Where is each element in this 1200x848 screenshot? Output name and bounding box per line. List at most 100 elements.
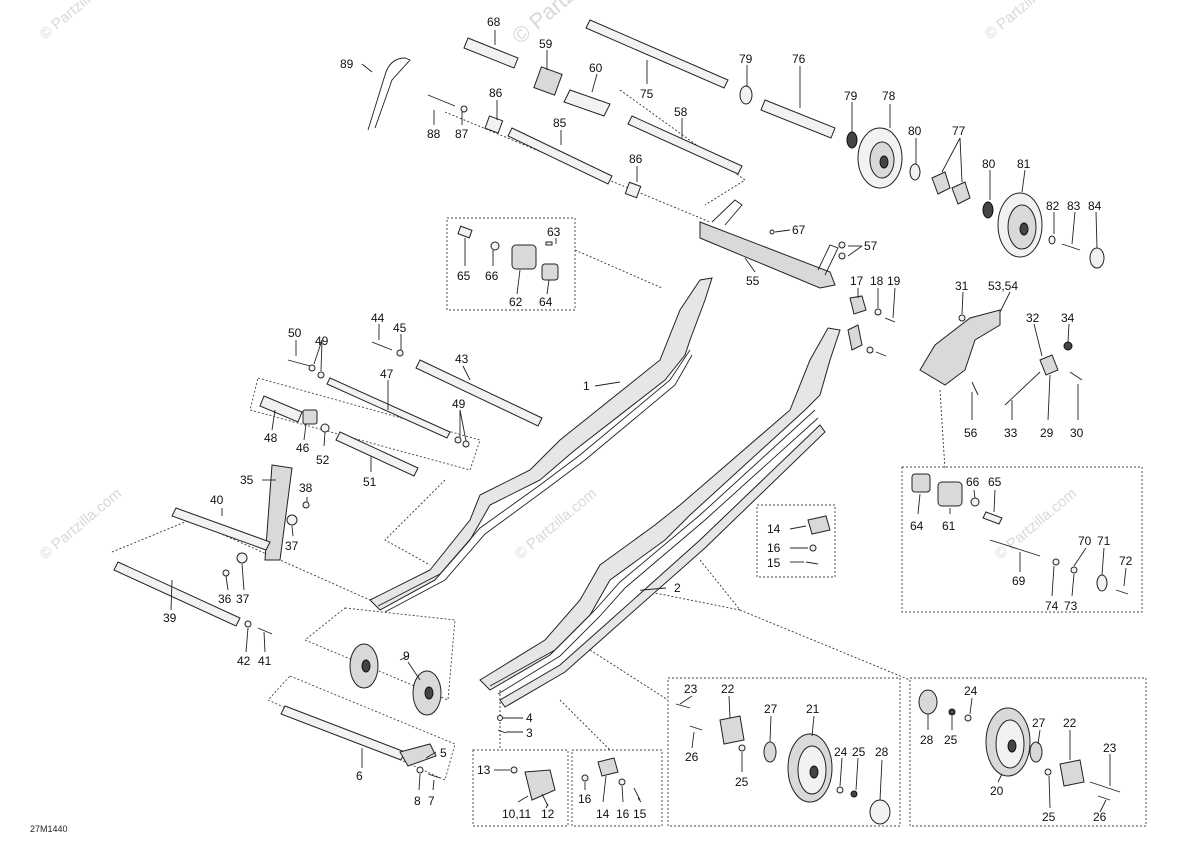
callout-62[interactable]: 62 xyxy=(509,295,523,309)
callout-33[interactable]: 33 xyxy=(1004,426,1018,440)
callout-18[interactable]: 18 xyxy=(870,274,884,288)
callout-88[interactable]: 88 xyxy=(427,127,441,141)
callout-30[interactable]: 30 xyxy=(1070,426,1084,440)
callout-32[interactable]: 32 xyxy=(1026,311,1040,325)
callout-44[interactable]: 44 xyxy=(371,311,385,325)
callout-80b[interactable]: 80 xyxy=(982,157,996,171)
callout-65a[interactable]: 65 xyxy=(457,269,471,283)
callout-52[interactable]: 52 xyxy=(316,453,330,467)
callout-68[interactable]: 68 xyxy=(487,15,501,29)
callout-47[interactable]: 47 xyxy=(380,367,394,381)
callout-41[interactable]: 41 xyxy=(258,654,272,668)
callout-25b[interactable]: 25 xyxy=(852,745,866,759)
callout-9[interactable]: 9 xyxy=(403,649,410,663)
callout-53-54[interactable]: 53,54 xyxy=(988,279,1018,293)
callout-25a[interactable]: 25 xyxy=(735,775,749,789)
callout-23b[interactable]: 23 xyxy=(1103,741,1117,755)
callout-59[interactable]: 59 xyxy=(539,37,553,51)
callout-22a[interactable]: 22 xyxy=(721,682,735,696)
callout-16a[interactable]: 16 xyxy=(767,541,781,555)
callout-38[interactable]: 38 xyxy=(299,481,313,495)
callout-80a[interactable]: 80 xyxy=(908,124,922,138)
callout-67[interactable]: 67 xyxy=(792,223,806,237)
callout-35[interactable]: 35 xyxy=(240,473,254,487)
callout-23a[interactable]: 23 xyxy=(684,682,698,696)
callout-15b[interactable]: 15 xyxy=(633,807,647,821)
callout-27a[interactable]: 27 xyxy=(764,702,778,716)
callout-10-11[interactable]: 10,11 xyxy=(502,807,531,821)
callout-60[interactable]: 60 xyxy=(589,61,603,75)
callout-61[interactable]: 61 xyxy=(942,519,956,533)
callout-64a[interactable]: 64 xyxy=(539,295,553,309)
callout-83[interactable]: 83 xyxy=(1067,199,1081,213)
callout-26b[interactable]: 26 xyxy=(1093,810,1107,824)
callout-28b[interactable]: 28 xyxy=(920,733,934,747)
callout-77[interactable]: 77 xyxy=(952,124,966,138)
callout-26a[interactable]: 26 xyxy=(685,750,699,764)
callout-19[interactable]: 19 xyxy=(887,274,901,288)
callout-8[interactable]: 8 xyxy=(414,794,421,808)
callout-50[interactable]: 50 xyxy=(288,326,302,340)
callout-39[interactable]: 39 xyxy=(163,611,177,625)
callout-22b[interactable]: 22 xyxy=(1063,716,1077,730)
callout-86b[interactable]: 86 xyxy=(629,152,643,166)
callout-63[interactable]: 63 xyxy=(547,225,561,239)
callout-12[interactable]: 12 xyxy=(541,807,555,821)
callout-34[interactable]: 34 xyxy=(1061,311,1075,325)
callout-56[interactable]: 56 xyxy=(964,426,978,440)
callout-25d[interactable]: 25 xyxy=(1042,810,1056,824)
callout-2[interactable]: 2 xyxy=(674,581,681,595)
callout-86a[interactable]: 86 xyxy=(489,86,503,100)
callout-66a[interactable]: 66 xyxy=(485,269,499,283)
callout-25c[interactable]: 25 xyxy=(944,733,958,747)
callout-48[interactable]: 48 xyxy=(264,431,278,445)
callout-14a[interactable]: 14 xyxy=(767,522,781,536)
callout-66b[interactable]: 66 xyxy=(966,475,980,489)
callout-14b[interactable]: 14 xyxy=(596,807,610,821)
callout-24b[interactable]: 24 xyxy=(964,684,978,698)
callout-87[interactable]: 87 xyxy=(455,127,469,141)
callout-79a[interactable]: 79 xyxy=(739,52,753,66)
callout-6[interactable]: 6 xyxy=(356,769,363,783)
callout-17[interactable]: 17 xyxy=(850,274,864,288)
callout-43[interactable]: 43 xyxy=(455,352,469,366)
callout-28a[interactable]: 28 xyxy=(875,745,889,759)
callout-81[interactable]: 81 xyxy=(1017,157,1031,171)
callout-31[interactable]: 31 xyxy=(955,279,969,293)
callout-7[interactable]: 7 xyxy=(428,794,435,808)
callout-20[interactable]: 20 xyxy=(990,784,1004,798)
callout-37a[interactable]: 37 xyxy=(285,539,299,553)
callout-75[interactable]: 75 xyxy=(640,87,654,101)
callout-16b[interactable]: 16 xyxy=(578,792,592,806)
callout-15a[interactable]: 15 xyxy=(767,556,781,570)
callout-64b[interactable]: 64 xyxy=(910,519,924,533)
callout-1[interactable]: 1 xyxy=(583,379,590,393)
callout-84[interactable]: 84 xyxy=(1088,199,1102,213)
callout-73[interactable]: 73 xyxy=(1064,599,1078,613)
callout-78[interactable]: 78 xyxy=(882,89,896,103)
callout-71[interactable]: 71 xyxy=(1097,534,1111,548)
callout-74[interactable]: 74 xyxy=(1045,599,1059,613)
callout-16c[interactable]: 16 xyxy=(616,807,630,821)
callout-24a[interactable]: 24 xyxy=(834,745,848,759)
callout-37b[interactable]: 37 xyxy=(236,592,250,606)
callout-51[interactable]: 51 xyxy=(363,475,377,489)
callout-76[interactable]: 76 xyxy=(792,52,806,66)
callout-89[interactable]: 89 xyxy=(340,57,354,71)
callout-5[interactable]: 5 xyxy=(440,746,447,760)
callout-40[interactable]: 40 xyxy=(210,493,224,507)
callout-42[interactable]: 42 xyxy=(237,654,251,668)
callout-85[interactable]: 85 xyxy=(553,116,567,130)
callout-21[interactable]: 21 xyxy=(806,702,820,716)
callout-3[interactable]: 3 xyxy=(526,726,533,740)
callout-55[interactable]: 55 xyxy=(746,274,760,288)
callout-65b[interactable]: 65 xyxy=(988,475,1002,489)
callout-29[interactable]: 29 xyxy=(1040,426,1054,440)
callout-79b[interactable]: 79 xyxy=(844,89,858,103)
callout-58[interactable]: 58 xyxy=(674,105,688,119)
callout-46[interactable]: 46 xyxy=(296,441,310,455)
callout-72[interactable]: 72 xyxy=(1119,554,1133,568)
callout-57[interactable]: 57 xyxy=(864,239,878,253)
callout-69[interactable]: 69 xyxy=(1012,574,1026,588)
callout-4[interactable]: 4 xyxy=(526,711,533,725)
